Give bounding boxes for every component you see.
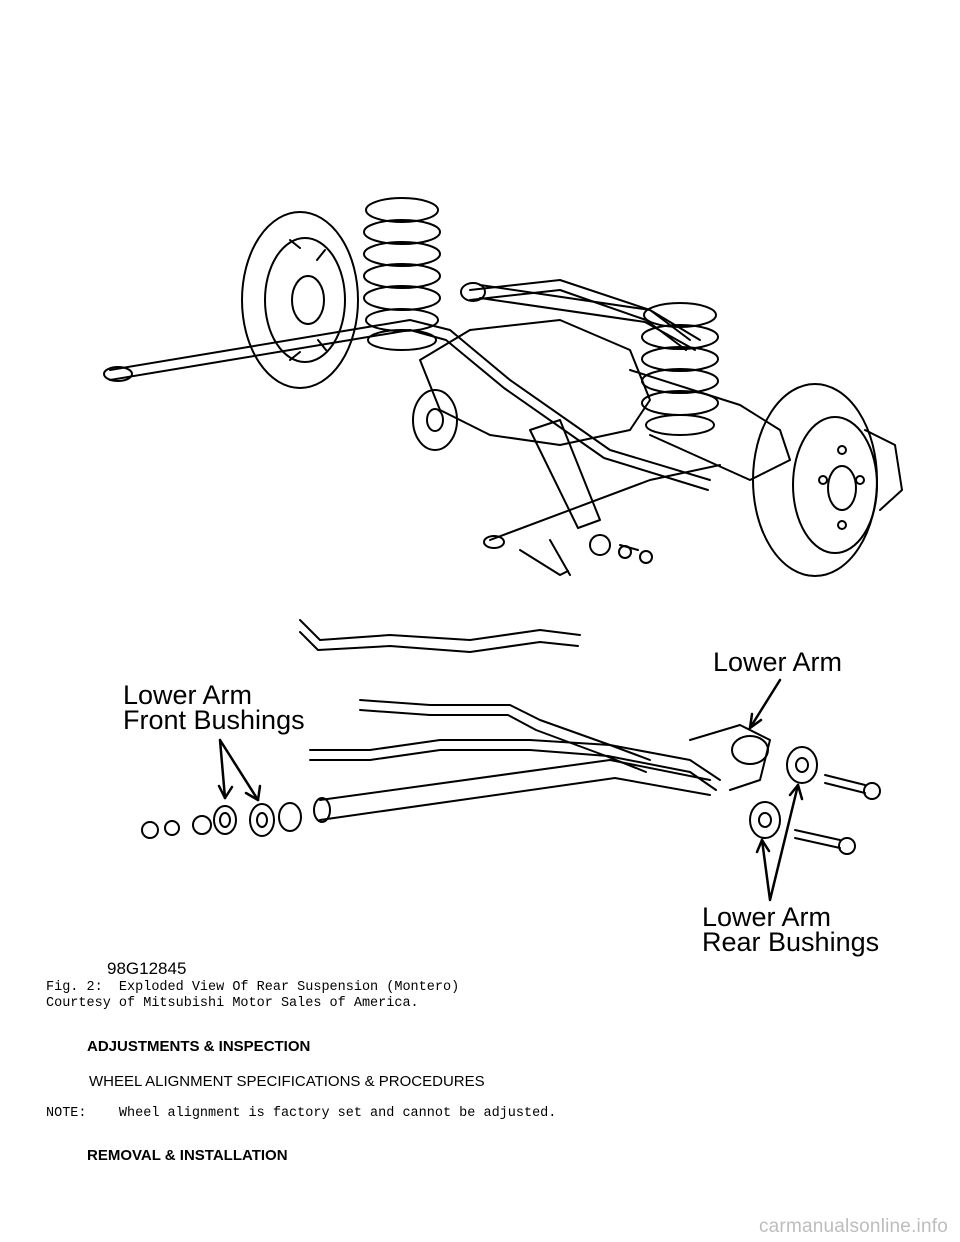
callout-arrows	[217, 678, 804, 902]
callout-front-bushings-line2: Front Bushings	[123, 705, 305, 735]
figure-code: 98G12845	[107, 959, 187, 978]
right-coil-spring	[641, 302, 719, 436]
lower-arm-assembly	[299, 619, 771, 823]
axle-housing	[412, 279, 791, 481]
section-heading-removal: REMOVAL & INSTALLATION	[87, 1147, 288, 1164]
callout-rear-bushings-line2: Rear Bushings	[702, 927, 880, 957]
stabilizer-bar	[109, 319, 711, 481]
callout-front-bushings-line1: Lower Arm	[123, 680, 253, 710]
note-text: NOTE: Wheel alignment is factory set and…	[46, 1106, 557, 1121]
front-bushings	[141, 802, 302, 839]
shock-absorber	[519, 419, 653, 576]
left-coil-spring	[363, 197, 441, 351]
watermark-text: carmanualsonline.info	[758, 1216, 948, 1237]
suspension-drawing	[103, 197, 903, 902]
figure-credit: Courtesy of Mitsubishi Motor Sales of Am…	[46, 996, 419, 1011]
upper-arm	[460, 282, 701, 351]
rear-suspension-illustration	[90, 180, 910, 980]
callout-front-bushings: Lower Arm Front Bushings	[123, 680, 305, 735]
left-brake-disc	[241, 211, 359, 389]
callout-rear-bushings-line1: Lower Arm	[702, 902, 832, 932]
rear-bushings	[749, 746, 881, 855]
callout-lower-arm: Lower Arm	[713, 647, 843, 677]
subheading-wheel-alignment: WHEEL ALIGNMENT SPECIFICATIONS & PROCEDU…	[89, 1073, 485, 1090]
callout-rear-bushings: Lower Arm Rear Bushings	[702, 902, 880, 957]
figure-caption: Fig. 2: Exploded View Of Rear Suspension…	[46, 980, 460, 995]
section-heading-adjustments: ADJUSTMENTS & INSPECTION	[87, 1038, 311, 1055]
callout-lower-arm-text: Lower Arm	[713, 647, 843, 677]
right-brake-disc	[752, 383, 903, 577]
